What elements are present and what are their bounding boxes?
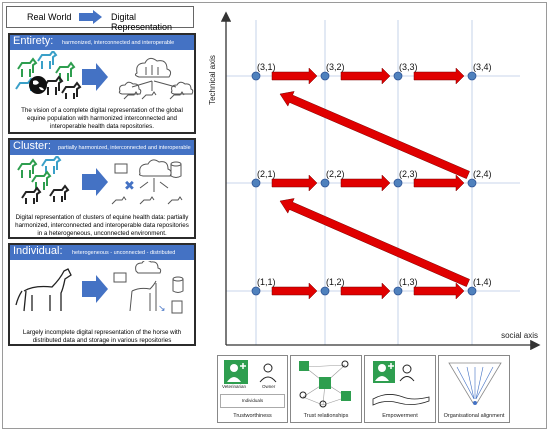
individuals-box: Individuals — [220, 394, 285, 408]
distributed-data-icon — [113, 261, 184, 314]
horse-icon — [15, 268, 72, 312]
progression-arrow — [413, 67, 465, 85]
progression-arrow — [271, 67, 318, 85]
organisational-alignment-label: Organisational alignment — [443, 413, 505, 419]
level-cluster-subtitle: partially harmonized, interconnected and… — [58, 145, 191, 151]
level-individual-title: Individual: — [13, 245, 63, 257]
grid-node — [393, 178, 403, 188]
cluster-illustration: ✖ — [17, 156, 183, 205]
grid-node-label: (1,2) — [326, 277, 345, 287]
vet-owner-icon — [224, 360, 277, 384]
empowerment-icon — [372, 361, 430, 406]
grid-node — [251, 286, 261, 296]
grid-node — [467, 286, 477, 296]
link-arrow-icon: ↘ — [158, 303, 166, 313]
trust-relationships-label: Trust relationships — [303, 413, 349, 419]
individuals-label: Individuals — [241, 398, 264, 403]
trustworthiness-label: Trustworthiness — [233, 413, 272, 419]
grid-node — [320, 71, 330, 81]
grid-node — [393, 286, 403, 296]
level-entirety-description: The vision of a complete digital represe… — [21, 107, 183, 130]
transform-arrow-icon — [82, 275, 108, 303]
panel-trustworthiness: Veterinarian Owner Individuals Trustwort… — [217, 355, 288, 423]
grid-node-label: (1,1) — [257, 277, 276, 287]
cloud-database-icon — [114, 159, 182, 192]
progression-arrow — [340, 67, 391, 85]
progression-arrow — [271, 282, 318, 300]
level-entirety-header: Entirety: harmonized, interconnected and… — [10, 35, 194, 50]
transform-arrow-icon — [82, 168, 108, 196]
grid-node — [251, 71, 261, 81]
progression-arrow — [340, 282, 391, 300]
legend: Real World Digital Representation — [6, 6, 194, 32]
level-cluster-title: Cluster: — [13, 140, 51, 152]
figure-frame — [2, 2, 547, 429]
level-individual-description: Largely incomplete digital representatio… — [22, 329, 182, 344]
disconnect-icon: ✖ — [124, 178, 135, 193]
grid-node-label: (3,3) — [399, 62, 418, 72]
progression-arrow — [340, 174, 391, 192]
progression-arrow — [413, 282, 465, 300]
y-axis-label: Technical axis — [208, 55, 217, 105]
grid-node-label: (2,2) — [326, 169, 345, 179]
level-up-arrow — [279, 91, 470, 180]
level-cluster-description: Digital representation of clusters of eq… — [15, 214, 189, 237]
grid-node-label: (2,3) — [399, 169, 418, 179]
level-entirety-subtitle: harmonized, interconnected and interoper… — [62, 40, 175, 46]
level-entirety: Entirety: harmonized, interconnected and… — [8, 33, 196, 134]
grid-node-label: (3,4) — [473, 62, 492, 72]
progression-arrows — [271, 67, 470, 300]
grid-node — [467, 178, 477, 188]
panel-organisational-alignment: Organisational alignment — [438, 355, 510, 423]
cloud-network-icon — [118, 57, 194, 100]
panel-empowerment: Empowerment — [364, 355, 436, 423]
owner-label: Owner — [262, 384, 276, 389]
grid-node-label: (3,1) — [257, 62, 276, 72]
level-cluster-header: Cluster: partially harmonized, interconn… — [10, 140, 194, 155]
grid-node-label: (2,4) — [473, 169, 492, 179]
level-individual: Individual: heterogeneous - unconnected … — [8, 243, 196, 346]
panel-trust-relationships: Trust relationships — [290, 355, 362, 423]
alignment-funnel-icon — [448, 362, 502, 405]
progression-arrow — [413, 174, 465, 192]
veterinarian-label: Veterinarian — [222, 384, 247, 389]
grid-node-label: (1,4) — [473, 277, 492, 287]
entirety-illustration — [15, 51, 194, 100]
level-cluster: Cluster: partially harmonized, interconn… — [8, 138, 196, 239]
legend-arrow-icon — [79, 10, 102, 24]
network-people-icon — [299, 360, 351, 408]
legend-real-world: Real World — [27, 12, 72, 22]
individual-illustration: ↘ — [15, 261, 184, 314]
grid-node — [320, 286, 330, 296]
level-up-arrow — [279, 198, 470, 287]
grid-node-label: (1,3) — [399, 277, 418, 287]
x-axis-label: social axis — [501, 331, 538, 340]
grid-node — [393, 71, 403, 81]
grid-node — [320, 178, 330, 188]
grid-node-label: (3,2) — [326, 62, 345, 72]
legend-digital-representation: Digital Representation — [111, 12, 173, 32]
grid-node — [467, 71, 477, 81]
level-individual-header: Individual: heterogeneous - unconnected … — [10, 245, 194, 260]
level-individual-subtitle: heterogeneous - unconnected - distribute… — [72, 250, 176, 256]
horse-cluster-icon — [17, 156, 70, 204]
grid-node — [251, 178, 261, 188]
grid-points: (3,1) (3,2) (3,3) (3,4) (2,1) (2,2) (2,3) (2,4)… — [251, 62, 492, 296]
grid-node-label: (2,1) — [257, 169, 276, 179]
transform-arrow-icon — [82, 63, 108, 91]
empowerment-label: Empowerment — [382, 413, 418, 419]
progression-arrow — [271, 174, 318, 192]
level-entirety-title: Entirety: — [13, 35, 54, 47]
